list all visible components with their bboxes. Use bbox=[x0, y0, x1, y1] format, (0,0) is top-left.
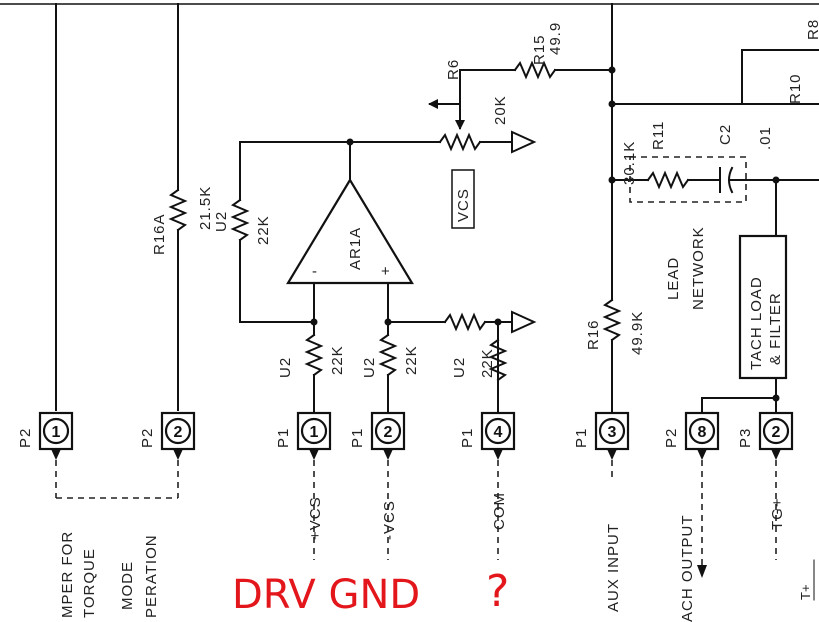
u2-fb-value: 22K bbox=[255, 215, 272, 245]
lead-network-label-1: LEAD bbox=[665, 257, 682, 300]
op-amp-name: AR1A bbox=[347, 227, 364, 270]
resistor-u2-b bbox=[378, 333, 398, 414]
tach-load-label-2: & FILTER bbox=[767, 292, 784, 365]
annotation-drv-gnd: DRV GND bbox=[232, 572, 420, 618]
pin-p1-2: 2 bbox=[370, 411, 406, 560]
damper-label-2: TORQUE bbox=[81, 548, 98, 618]
resistor-r16 bbox=[602, 298, 622, 414]
pin-p2-2-conn: P2 bbox=[139, 428, 156, 448]
annotation-question: ? bbox=[486, 566, 509, 617]
r15-ref: R15 bbox=[531, 34, 548, 65]
damper-label-3: MODE bbox=[119, 561, 136, 610]
u2-fb-ref: U2 bbox=[213, 211, 230, 232]
r10-ref: R10 bbox=[787, 73, 804, 104]
pin-p2-1: 1 bbox=[38, 411, 178, 499]
vcs-box bbox=[451, 169, 475, 229]
r6-value: 20K bbox=[492, 95, 509, 125]
pin-p2-8: 8 bbox=[684, 411, 720, 578]
c2-value: .01 bbox=[757, 126, 774, 150]
signal-com: COM bbox=[491, 492, 508, 530]
pin-p1-1: 1 bbox=[296, 411, 332, 560]
capacitor-c2 bbox=[719, 166, 819, 194]
pin-p1-3-conn: P1 bbox=[573, 428, 590, 448]
pin-p1-3: 3 bbox=[594, 411, 630, 480]
u2-c-value: 22K bbox=[479, 348, 496, 378]
signal-tach-output: ACH OUTPUT bbox=[679, 515, 696, 622]
pin-p3-2-conn: P3 bbox=[737, 428, 754, 448]
r16-ref: R16 bbox=[585, 319, 602, 350]
resistor-u2-a bbox=[304, 333, 324, 414]
damper-label-4: PERATION bbox=[143, 534, 160, 618]
lead-network-label-2: NETWORK bbox=[690, 226, 707, 310]
pin-p2-2-num: 2 bbox=[174, 424, 183, 441]
u2-b-ref: U2 bbox=[361, 357, 378, 378]
signal-pos-vcs: +VCS bbox=[307, 496, 324, 540]
r15-value: 49.9 bbox=[547, 22, 564, 55]
c2-ref: C2 bbox=[717, 124, 734, 145]
r11-ref: R11 bbox=[650, 121, 667, 150]
signal-edge-label: T+ bbox=[798, 584, 813, 600]
op-amp bbox=[286, 177, 414, 285]
signal-aux-input: AUX INPUT bbox=[605, 523, 622, 612]
op-amp-plus: + bbox=[381, 263, 391, 280]
pin-p1-2-conn: P1 bbox=[349, 428, 366, 448]
pin-p1-4-num: 4 bbox=[494, 424, 503, 441]
pin-p2-1-num: 1 bbox=[52, 424, 61, 441]
r6-ref: R6 bbox=[445, 59, 462, 80]
potentiometer-r6 bbox=[349, 69, 537, 154]
u2-c-ref: U2 bbox=[451, 357, 468, 378]
u2-a-ref: U2 bbox=[277, 357, 294, 378]
r16a-value: 21.5K bbox=[197, 186, 214, 230]
resistor-r15 bbox=[513, 60, 613, 80]
signal-neg-vcs: -VCS bbox=[381, 500, 398, 540]
signal-tg-plus: TG+ bbox=[769, 497, 786, 530]
r16a-ref: R16A bbox=[151, 213, 168, 255]
pin-p1-2-num: 2 bbox=[384, 424, 393, 441]
r16-value: 49.9K bbox=[629, 311, 646, 355]
feedback-resistor bbox=[230, 141, 315, 323]
pin-p3-2-num: 2 bbox=[772, 424, 781, 441]
pin-p1-1-conn: P1 bbox=[275, 428, 292, 448]
lead-network-box bbox=[629, 156, 747, 203]
u2-b-value: 22K bbox=[403, 345, 420, 375]
pin-p1-4-conn: P1 bbox=[459, 428, 476, 448]
pin-p1-1-num: 1 bbox=[310, 424, 319, 441]
r8-ref: R8 bbox=[805, 19, 819, 40]
resistor-plus-to-ref bbox=[387, 310, 537, 414]
pin-p3-2: 2 bbox=[758, 411, 794, 560]
wire-p2-2 bbox=[168, 3, 188, 411]
resistor-u2-c bbox=[488, 338, 508, 382]
pin-p2-8-num: 8 bbox=[698, 424, 707, 441]
tach-load-filter-box bbox=[738, 234, 788, 380]
pin-p1-4: 4 bbox=[480, 411, 516, 560]
pin-p1-3-num: 3 bbox=[608, 424, 617, 441]
vcs-box-label: VCS bbox=[455, 188, 472, 222]
tach-load-label-1: TACH LOAD bbox=[748, 276, 765, 370]
u2-a-value: 22K bbox=[329, 345, 346, 375]
pin-p2-8-conn: P2 bbox=[663, 428, 680, 448]
damper-label-1: MPER FOR bbox=[59, 531, 76, 618]
op-amp-minus: - bbox=[312, 263, 318, 280]
r11-value: 30.1K bbox=[621, 141, 638, 185]
pin-p2-1-conn: P2 bbox=[17, 428, 34, 448]
pin-p2-2: 2 bbox=[160, 411, 196, 498]
